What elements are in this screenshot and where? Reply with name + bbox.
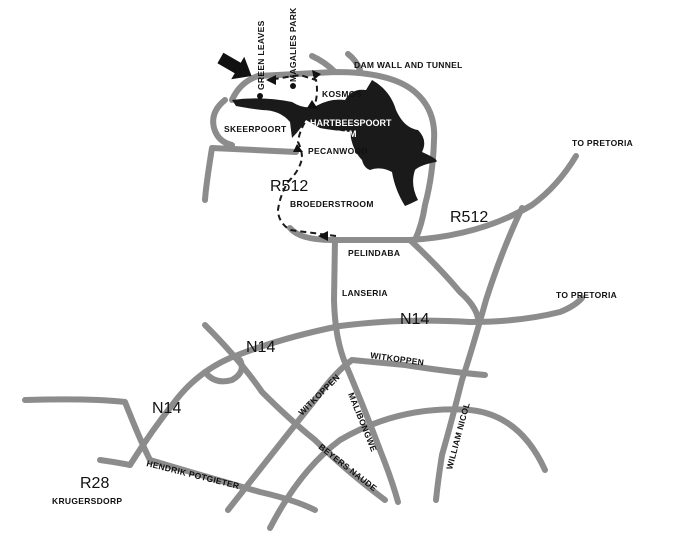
route-arrow-icon xyxy=(318,231,328,241)
road-network xyxy=(22,51,585,531)
road-beyers-naude xyxy=(267,406,548,531)
road-dam-loop xyxy=(202,69,438,243)
road-hendrik-potgieter xyxy=(22,396,318,513)
route-arrow-icon xyxy=(293,144,303,152)
road-n14 xyxy=(127,295,585,468)
label-to-pretoria-1: TO PRETORIA xyxy=(572,138,633,148)
label-dam-wall: DAM WALL AND TUNNEL xyxy=(354,60,463,70)
label-skeerpoort: SKEERPOORT xyxy=(224,124,287,134)
magalies-park-dot-marker-icon xyxy=(290,83,296,89)
green-leaves-dot-marker-icon xyxy=(257,93,263,99)
label-pecanwood: PECANWOOD xyxy=(308,146,368,156)
route-arrow-icon xyxy=(307,100,318,109)
label-r512-east: R512 xyxy=(450,209,488,226)
route-dashed-line xyxy=(267,73,337,237)
route-arrow-icon xyxy=(266,75,276,85)
road-witkoppen xyxy=(225,357,488,513)
road-r28 xyxy=(97,457,133,468)
label-hendrik-potgieter: HENDRIK POTGIETER xyxy=(146,458,241,491)
label-witkoppen-west: WITKOPPEN xyxy=(296,372,341,417)
label-broederstroom: BROEDERSTROOM xyxy=(290,199,374,209)
road-malibongwe xyxy=(331,237,401,505)
road-r512-east xyxy=(287,153,579,243)
label-to-pretoria-2: TO PRETORIA xyxy=(556,290,617,300)
label-r512-west: R512 xyxy=(270,178,308,195)
label-kosmos: KOSMOS xyxy=(322,89,362,99)
route-path xyxy=(266,70,337,241)
hartbeespoort-dam-shape xyxy=(232,80,437,206)
label-pelindaba: PELINDABA xyxy=(348,248,400,258)
label-n14-east: N14 xyxy=(400,311,429,328)
label-krugersdorp: KRUGERSDORP xyxy=(52,496,122,506)
label-r28: R28 xyxy=(80,475,109,492)
road-diagonal xyxy=(202,322,388,503)
label-dam-line2: DAM xyxy=(336,129,357,139)
label-magalies-park: MAGALIES PARK xyxy=(288,7,298,82)
road-william-nicol xyxy=(433,205,525,503)
arrow-pointer-icon xyxy=(217,52,252,80)
label-n14-mid: N14 xyxy=(246,339,275,356)
road-pelindaba xyxy=(407,237,481,321)
label-dam-line1: HARTBEESPOORT xyxy=(310,118,392,128)
label-lanseria: LANSERIA xyxy=(342,288,388,298)
label-green-leaves: GREEN LEAVES xyxy=(256,20,266,90)
road-dam-wall xyxy=(309,51,363,75)
label-n14-west: N14 xyxy=(152,400,181,417)
route-arrow-icon xyxy=(312,70,321,80)
